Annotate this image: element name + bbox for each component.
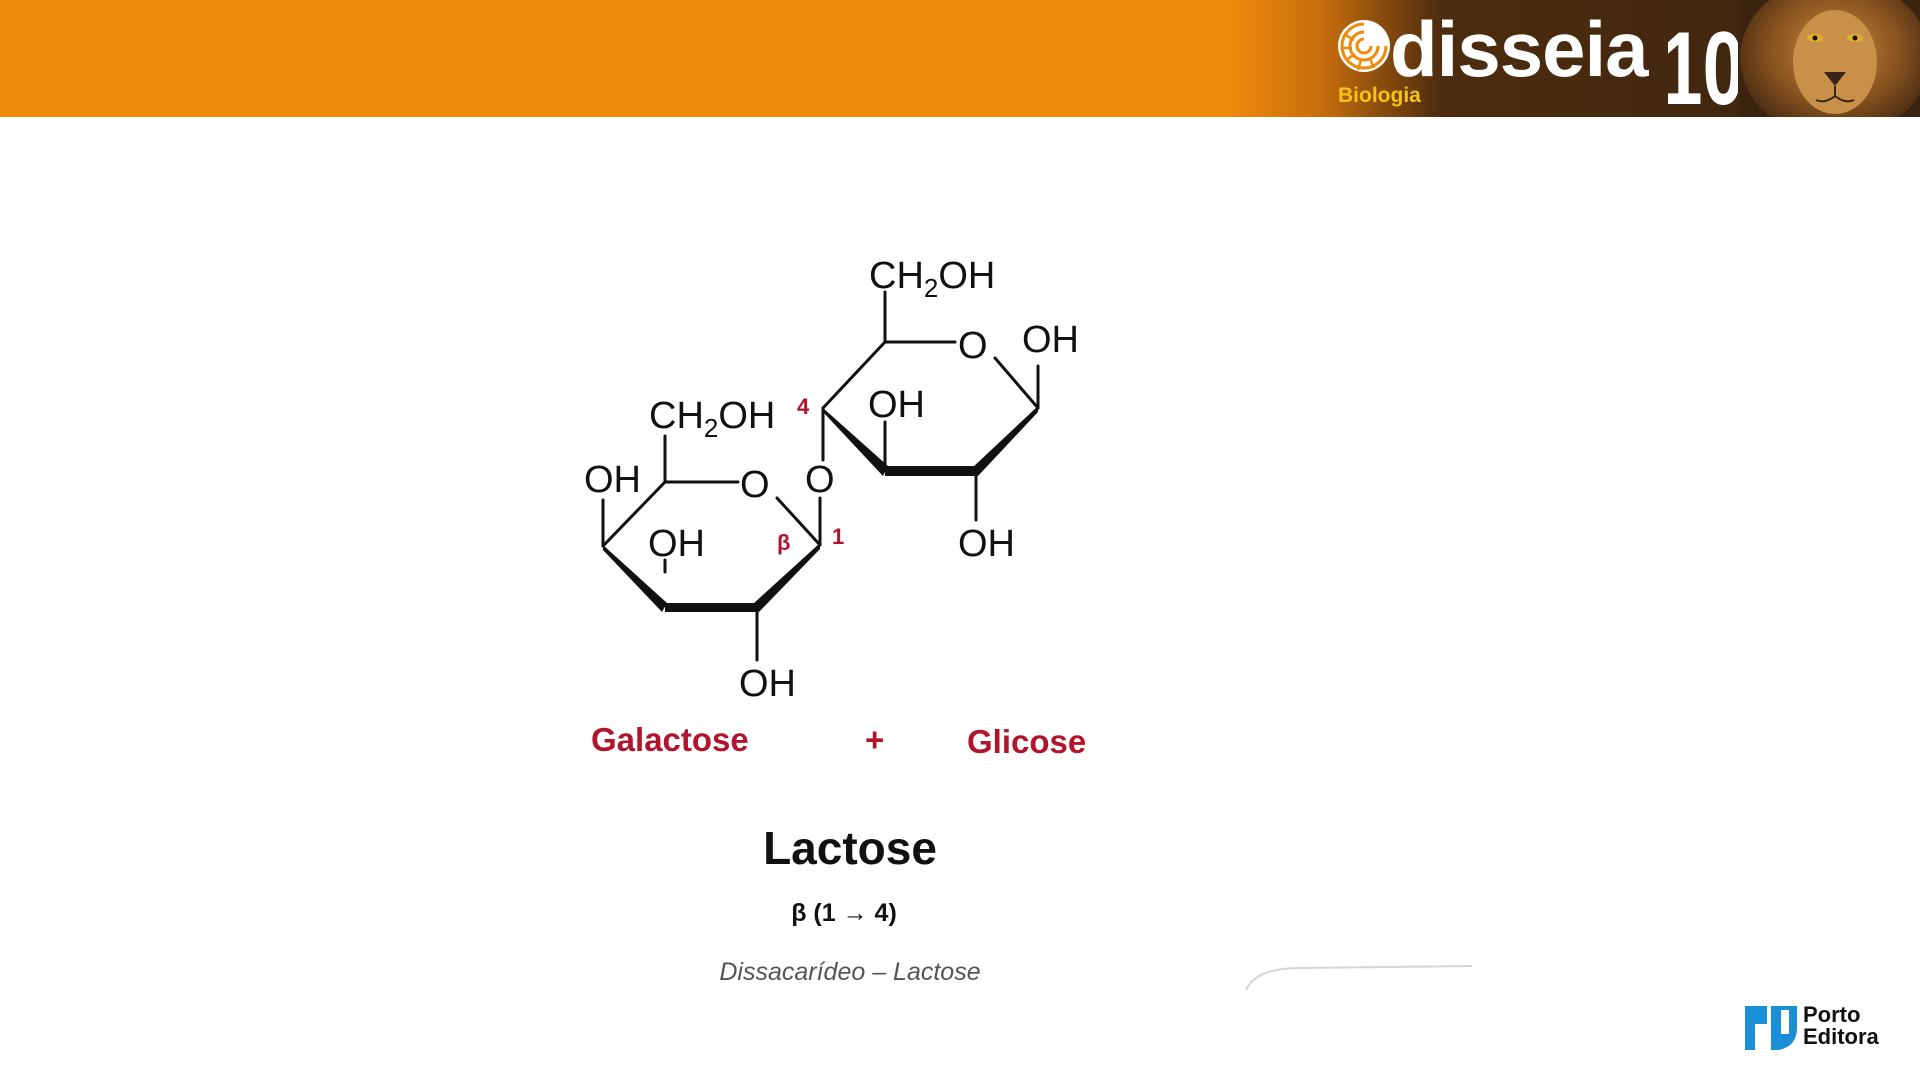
glucose-label: Glicose [967, 723, 1086, 760]
galactose-c4-oh: OH [584, 459, 641, 501]
glucose-wedge-bottom [885, 466, 976, 476]
header-banner: disseia Biologia 10 [0, 0, 1920, 117]
grade-label: 10 [1668, 11, 1738, 117]
galactose-ch2oh-label: CH2OH [649, 395, 775, 443]
galactose-wedge-left [603, 545, 667, 612]
publisher-line-1: Porto [1803, 1002, 1861, 1027]
glucose-c2-oh: OH [958, 523, 1015, 565]
plus-sign: + [865, 721, 884, 758]
glucose-ch2oh-label: CH2OH [869, 255, 995, 303]
glucose-ring-oxygen: O [958, 325, 988, 367]
brand-name: disseia [1390, 5, 1649, 93]
glucose-anomeric-oh: OH [1022, 319, 1079, 361]
beta-label: β [777, 530, 790, 555]
bond-notation: β (1 → 4) [791, 899, 897, 927]
lion-photo [1740, 0, 1920, 117]
diagram-title: Lactose [763, 822, 937, 874]
diagram-caption: Dissacarídeo – Lactose [719, 958, 980, 986]
galactose-c2-oh: OH [739, 663, 796, 705]
carbon-1-label: 1 [832, 524, 844, 549]
publisher-logo: Porto Editora [1745, 1004, 1895, 1052]
porto-editora-logo-icon [1745, 1006, 1797, 1050]
glucose-c3-oh-upper: OH [868, 384, 925, 426]
brand-subject: Biologia [1338, 84, 1421, 107]
galactose-ring-oxygen: O [740, 464, 770, 506]
ammonite-spiral-icon [1338, 20, 1390, 72]
galactose-ring [601, 434, 822, 662]
galactose-wedge-bottom [665, 603, 757, 612]
publisher-line-2: Editora [1803, 1024, 1879, 1049]
galactose-label: Galactose [591, 721, 749, 758]
galactose-wedge-right [753, 543, 820, 612]
galactose-c3-oh-upper: OH [648, 523, 705, 565]
grade-10-icon: 10 [1668, 11, 1738, 117]
decorative-arc [1245, 965, 1473, 991]
publisher-name: Porto Editora [1803, 1004, 1895, 1048]
glucose-ring [821, 290, 1040, 522]
glucose-wedge-left [823, 408, 888, 476]
carbon-4-label: 4 [797, 394, 810, 419]
glucose-wedge-right [972, 406, 1038, 476]
glycosidic-oxygen: O [805, 459, 835, 501]
